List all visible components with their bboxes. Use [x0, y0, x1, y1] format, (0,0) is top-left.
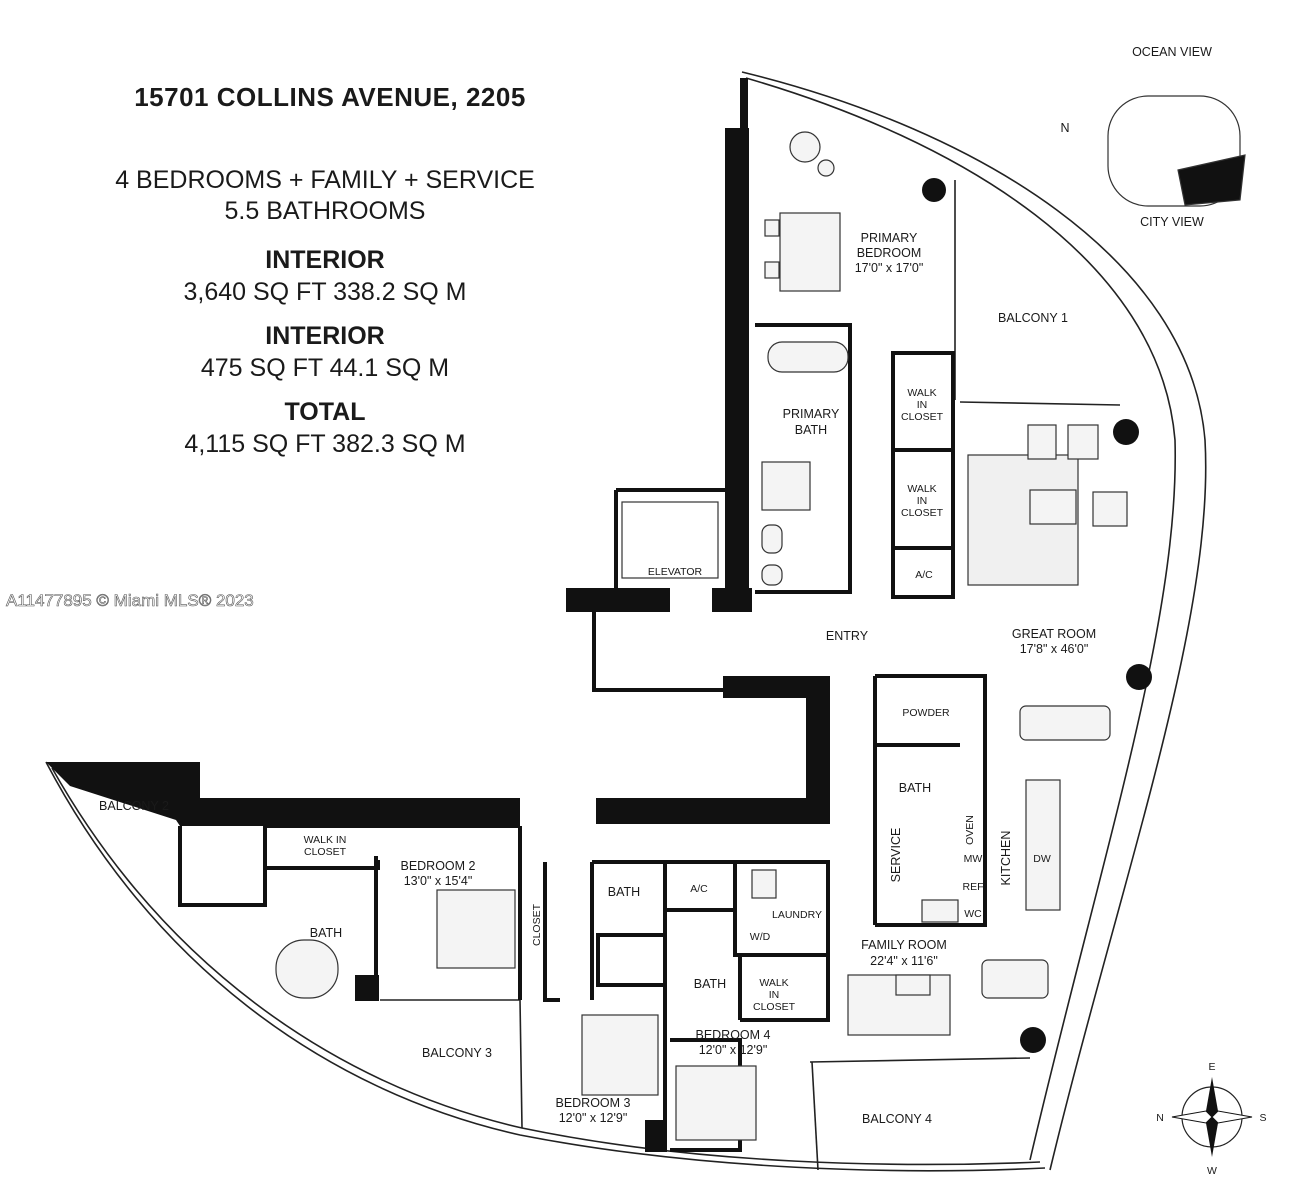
bedroom-3-label: BEDROOM 3	[555, 1096, 630, 1110]
walk-in-closet-1-l2: IN	[917, 399, 928, 411]
primary-bedroom-label: PRIMARY	[861, 231, 918, 245]
bedroom-4-label: BEDROOM 4	[695, 1028, 770, 1042]
elevator-label: ELEVATOR	[648, 566, 703, 578]
bedroom-3-dims: 12'0" x 12'9"	[559, 1111, 628, 1125]
balcony-edges	[45, 71, 1207, 1172]
compass-n: N	[1156, 1112, 1164, 1124]
closet-label: CLOSET	[531, 903, 543, 946]
walk-in-closet-bed4-l2: IN	[769, 989, 780, 1001]
bath-bed3-label: BATH	[608, 885, 640, 899]
ac-1-label: A/C	[915, 569, 933, 581]
mls-watermark: A11477895 © Miami MLS® 2023	[6, 591, 254, 610]
total-value: 4,115 SQ FT 382.3 SQ M	[184, 430, 466, 458]
walk-in-closet-1-l3: CLOSET	[901, 411, 944, 423]
wc-label: WC	[964, 908, 982, 920]
room-labels: PRIMARY BEDROOM 17'0" x 17'0" BALCONY 1 …	[99, 231, 1096, 1126]
great-room-label: GREAT ROOM	[1012, 627, 1096, 641]
service-bath-label: BATH	[899, 781, 931, 795]
compass-w: W	[1207, 1165, 1217, 1177]
plan-title: 15701 COLLINS AVENUE, 2205	[134, 82, 526, 112]
key-plan-north-label: N	[1060, 121, 1069, 135]
city-view-label: CITY VIEW	[1140, 215, 1204, 229]
compass-e: E	[1208, 1061, 1215, 1073]
primary-bath-label-2: BATH	[795, 423, 827, 437]
laundry-label: LAUNDRY	[772, 909, 822, 921]
balcony-3-label: BALCONY 3	[422, 1046, 492, 1060]
oven-label: OVEN	[964, 815, 976, 845]
walk-in-closet-1-l1: WALK	[907, 387, 936, 399]
bath-bed4-label: BATH	[694, 977, 726, 991]
wd-label: W/D	[750, 931, 771, 943]
service-label: SERVICE	[889, 828, 903, 883]
balcony-1-label: BALCONY 1	[998, 311, 1068, 325]
kitchen-label: KITCHEN	[999, 831, 1013, 886]
compass-s: S	[1259, 1112, 1266, 1124]
interior-label: INTERIOR	[265, 246, 385, 274]
balcony-2-label: BALCONY 2	[99, 799, 169, 813]
compass-icon: E W N S	[1156, 1061, 1266, 1177]
furniture	[275, 95, 1246, 1141]
key-plan: OCEAN VIEW CITY VIEW N	[1060, 45, 1212, 229]
walk-in-closet-2-l2: IN	[917, 495, 928, 507]
bedrooms-summary: 4 BEDROOMS + FAMILY + SERVICE	[115, 166, 535, 194]
family-room-dims: 22'4" x 11'6"	[870, 954, 938, 968]
bedroom-2-dims: 13'0" x 15'4"	[404, 874, 473, 888]
interior-value: 3,640 SQ FT 338.2 SQ M	[183, 278, 467, 306]
primary-bath-label: PRIMARY	[783, 407, 840, 421]
balcony-4-label: BALCONY 4	[862, 1112, 932, 1126]
exterior-label: INTERIOR	[265, 322, 385, 350]
mw-label: MW	[964, 853, 983, 865]
primary-bedroom-dims: 17'0" x 17'0"	[855, 261, 924, 275]
bedroom-4-dims: 12'0" x 12'9"	[699, 1043, 768, 1057]
ac-2-label: A/C	[690, 883, 708, 895]
total-label: TOTAL	[284, 398, 366, 426]
bedroom-2-label: BEDROOM 2	[400, 859, 475, 873]
walk-in-closet-bed4-l3: CLOSET	[753, 1001, 796, 1013]
bathrooms-summary: 5.5 BATHROOMS	[224, 197, 426, 225]
primary-bedroom-label-2: BEDROOM	[857, 246, 922, 260]
dw-label: DW	[1033, 853, 1051, 865]
family-room-label: FAMILY ROOM	[861, 938, 947, 952]
walk-in-closet-2-l3: CLOSET	[901, 507, 944, 519]
walk-in-closet-bed2-l1: WALK IN	[304, 834, 347, 846]
powder-label: POWDER	[902, 707, 950, 719]
ref-label: REF	[963, 881, 984, 893]
entry-label: ENTRY	[826, 629, 869, 643]
great-room-dims: 17'8" x 46'0"	[1020, 642, 1089, 656]
columns	[922, 178, 1152, 1053]
walk-in-closet-bed4-l1: WALK	[759, 977, 788, 989]
exterior-value: 475 SQ FT 44.1 SQ M	[200, 354, 450, 382]
structural-walls	[46, 78, 830, 1152]
bath-bed2-label: BATH	[310, 926, 342, 940]
ocean-view-label: OCEAN VIEW	[1132, 45, 1212, 59]
walk-in-closet-2-l1: WALK	[907, 483, 936, 495]
interior-walls	[178, 323, 987, 1152]
walk-in-closet-bed2-l2: CLOSET	[304, 846, 347, 858]
